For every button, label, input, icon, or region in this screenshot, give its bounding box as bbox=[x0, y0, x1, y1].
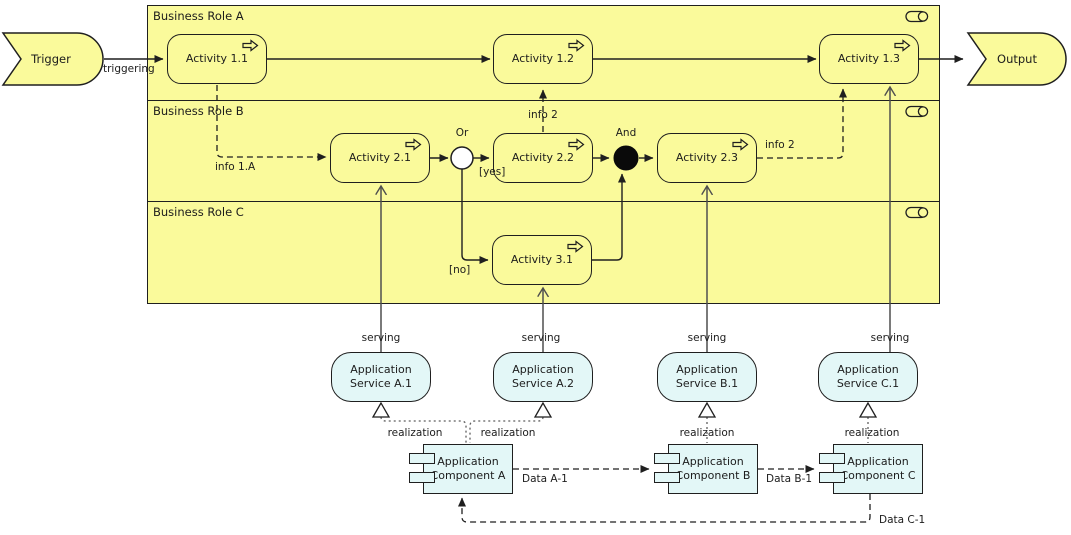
activity-label: Activity 1.1 bbox=[185, 52, 249, 66]
edge-label-triggering: triggering bbox=[103, 63, 155, 75]
activity-label: Activity 2.3 bbox=[675, 151, 739, 165]
application-service-b1[interactable]: Application Service B.1 bbox=[657, 352, 757, 402]
application-service-a1[interactable]: Application Service A.1 bbox=[331, 352, 431, 402]
edge-label-serving: serving bbox=[870, 332, 910, 344]
flow-data-c1 bbox=[458, 494, 871, 523]
business-role-icon bbox=[905, 10, 929, 23]
edge-label-serving: serving bbox=[521, 332, 561, 344]
activity-1-3[interactable]: Activity 1.3 bbox=[819, 34, 919, 84]
activity-label: Activity 3.1 bbox=[510, 253, 574, 267]
service-label-line2: Service B.1 bbox=[675, 377, 739, 390]
component-port-icon bbox=[819, 472, 845, 483]
lane-b-title: Business Role B bbox=[153, 104, 244, 118]
edge-label-realization: realization bbox=[480, 427, 536, 439]
component-port-icon bbox=[819, 453, 845, 464]
process-arrow-icon bbox=[568, 138, 585, 151]
output-label: Output bbox=[997, 52, 1037, 66]
edge-label-realization: realization bbox=[844, 427, 900, 439]
realization-arrowhead bbox=[371, 401, 391, 418]
edge-label-data-c1: Data C-1 bbox=[879, 514, 926, 526]
edge-label-yes: [yes] bbox=[479, 166, 506, 178]
realization-arrowhead bbox=[533, 401, 553, 418]
service-label-line2: Service A.2 bbox=[512, 377, 574, 390]
service-label-line2: Service C.1 bbox=[836, 377, 900, 390]
edge-label-info-2: info 2 bbox=[528, 109, 558, 121]
realization-arrowhead bbox=[697, 401, 717, 418]
activity-label: Activity 1.2 bbox=[511, 52, 575, 66]
component-label-line2: Component A bbox=[430, 469, 506, 482]
activity-1-1[interactable]: Activity 1.1 bbox=[167, 34, 267, 84]
application-component-c[interactable]: Application Component C bbox=[819, 444, 923, 494]
activity-2-2[interactable]: Activity 2.2 bbox=[493, 133, 593, 183]
edge-label-data-b1: Data B-1 bbox=[766, 473, 813, 485]
component-label-line1: Application bbox=[847, 455, 909, 469]
component-port-icon bbox=[409, 472, 435, 483]
component-port-icon bbox=[409, 453, 435, 464]
edge-label-info-2: info 2 bbox=[765, 139, 795, 151]
and-junction-label: And bbox=[615, 127, 637, 139]
lane-c-title: Business Role C bbox=[153, 205, 244, 219]
activity-3-1[interactable]: Activity 3.1 bbox=[492, 235, 592, 285]
activity-1-2[interactable]: Activity 1.2 bbox=[493, 34, 593, 84]
realization-triangles bbox=[371, 401, 878, 418]
component-label-line2: Component C bbox=[840, 469, 916, 482]
process-arrow-icon bbox=[894, 39, 911, 52]
process-arrow-icon bbox=[242, 39, 259, 52]
edge-label-info-1a: info 1.A bbox=[215, 161, 256, 173]
activity-label: Activity 2.2 bbox=[511, 151, 575, 165]
edge-label-realization: realization bbox=[679, 427, 735, 439]
realization-connectors bbox=[380, 416, 869, 443]
or-junction-label: Or bbox=[455, 127, 469, 139]
component-port-icon bbox=[654, 453, 680, 464]
service-label-line1: Application bbox=[837, 363, 899, 377]
application-service-c1[interactable]: Application Service C.1 bbox=[818, 352, 918, 402]
edge-label-realization: realization bbox=[387, 427, 443, 439]
application-service-a2[interactable]: Application Service A.2 bbox=[493, 352, 593, 402]
application-component-b[interactable]: Application Component B bbox=[654, 444, 758, 494]
process-arrow-icon bbox=[568, 39, 585, 52]
component-label-line2: Component B bbox=[675, 469, 751, 482]
component-label-line1: Application bbox=[682, 455, 744, 469]
process-arrow-icon bbox=[405, 138, 422, 151]
service-label-line1: Application bbox=[350, 363, 412, 377]
business-role-icon bbox=[905, 105, 929, 118]
edge-label-data-a1: Data A-1 bbox=[522, 473, 568, 485]
lane-a-title: Business Role A bbox=[153, 9, 244, 23]
component-label-line1: Application bbox=[437, 455, 499, 469]
edge-label-no: [no] bbox=[449, 264, 471, 276]
process-arrow-icon bbox=[567, 240, 584, 253]
edge-label-serving: serving bbox=[361, 332, 401, 344]
service-label-line1: Application bbox=[512, 363, 574, 377]
process-arrow-icon bbox=[732, 138, 749, 151]
service-label-line1: Application bbox=[676, 363, 738, 377]
component-port-icon bbox=[654, 472, 680, 483]
business-role-icon bbox=[905, 206, 929, 219]
service-label-line2: Service A.1 bbox=[350, 377, 412, 390]
edge-label-serving: serving bbox=[687, 332, 727, 344]
activity-label: Activity 2.1 bbox=[348, 151, 412, 165]
realization-arrowhead bbox=[858, 401, 878, 418]
activity-2-3[interactable]: Activity 2.3 bbox=[657, 133, 757, 183]
trigger-label: Trigger bbox=[31, 52, 71, 66]
application-component-a[interactable]: Application Component A bbox=[409, 444, 513, 494]
activity-2-1[interactable]: Activity 2.1 bbox=[330, 133, 430, 183]
activity-label: Activity 1.3 bbox=[837, 52, 901, 66]
